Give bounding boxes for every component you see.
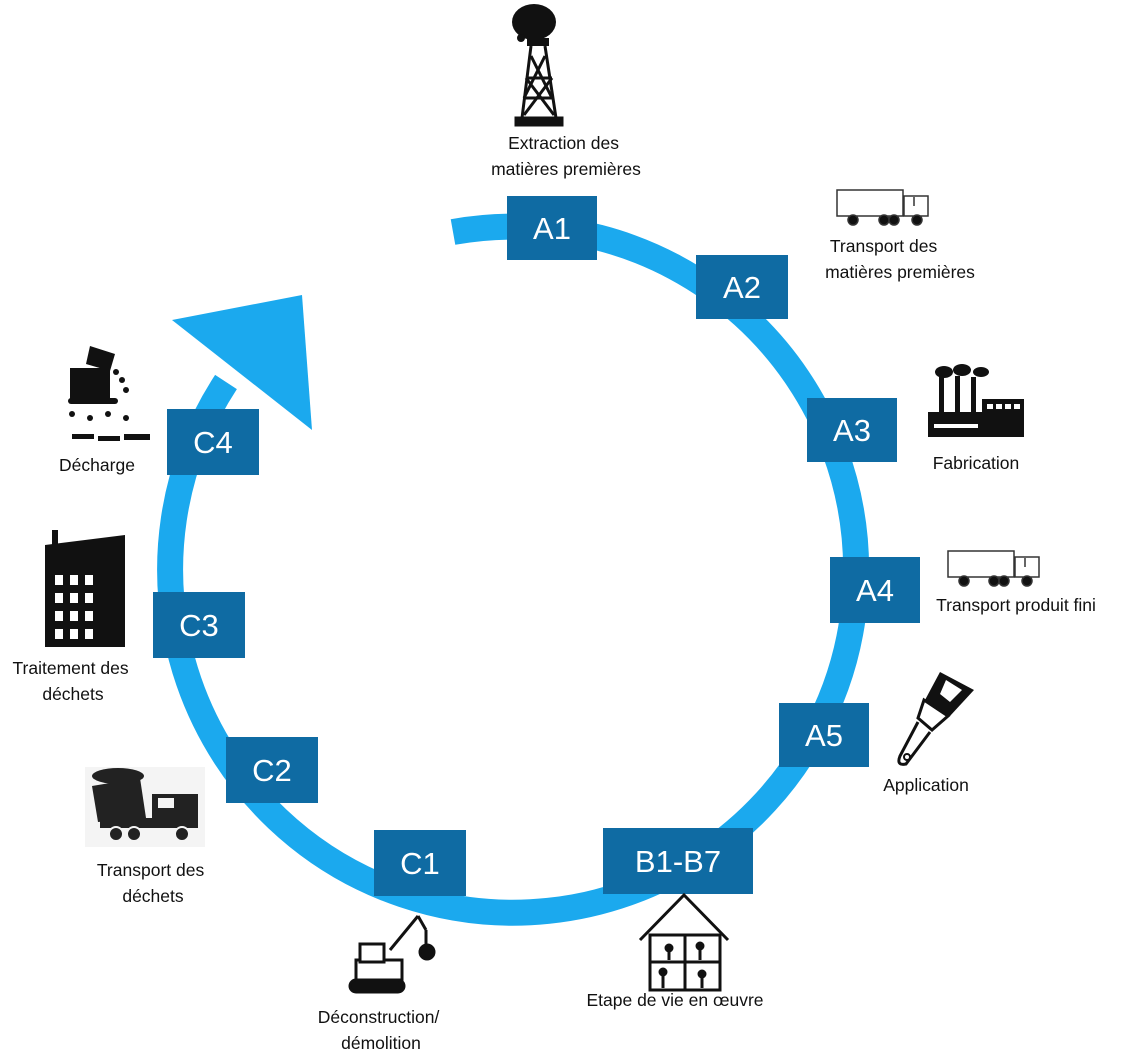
caption-a5: Application xyxy=(883,775,969,795)
caption-a1: Extraction des matières premières xyxy=(491,133,641,179)
house-icon xyxy=(638,892,730,992)
caption-c3: Traitement des déchets xyxy=(13,658,134,704)
dump-truck-icon xyxy=(85,767,205,847)
excavator-icon xyxy=(348,915,436,994)
caption-a2: Transport des matières premières xyxy=(825,236,975,282)
caption-b: Etape de vie en œuvre xyxy=(586,990,763,1010)
stage-b: B1-B7 xyxy=(603,828,753,894)
stage-a3: A3 xyxy=(807,398,897,462)
stage-a1: A1 xyxy=(507,196,597,260)
caption-a4: Transport produit fini xyxy=(936,595,1096,615)
ring-arrowhead xyxy=(172,295,312,430)
truck-icon xyxy=(947,550,1040,587)
stage-c3-code: C3 xyxy=(179,608,219,643)
oil-derrick-icon xyxy=(512,4,564,127)
stage-c2-code: C2 xyxy=(252,753,292,788)
caption-c2: Transport des déchets xyxy=(97,860,209,906)
stage-c3: C3 xyxy=(153,592,245,658)
stage-c2: C2 xyxy=(226,737,318,803)
stage-a5-code: A5 xyxy=(805,718,843,753)
stage-c4: C4 xyxy=(167,409,259,475)
waste-plant-icon xyxy=(45,530,125,647)
stage-c1-code: C1 xyxy=(400,846,440,881)
stage-a4: A4 xyxy=(830,557,920,623)
stage-a5: A5 xyxy=(779,703,869,767)
caption-a3: Fabrication xyxy=(933,453,1020,473)
caption-c1: Déconstruction/ démolition xyxy=(318,1007,444,1053)
caption-c4: Décharge xyxy=(59,455,135,475)
stage-a3-code: A3 xyxy=(833,413,871,448)
landfill-icon xyxy=(68,346,150,441)
stage-a1-code: A1 xyxy=(533,211,571,246)
paintbrush-icon xyxy=(897,672,974,766)
truck-icon xyxy=(836,189,929,226)
stage-a4-code: A4 xyxy=(856,573,894,608)
stage-c4-code: C4 xyxy=(193,425,233,460)
stage-b-code: B1-B7 xyxy=(635,844,721,879)
stage-c1: C1 xyxy=(374,830,466,896)
factory-icon xyxy=(928,364,1024,437)
stage-a2-code: A2 xyxy=(723,270,761,305)
stage-a2: A2 xyxy=(696,255,788,319)
